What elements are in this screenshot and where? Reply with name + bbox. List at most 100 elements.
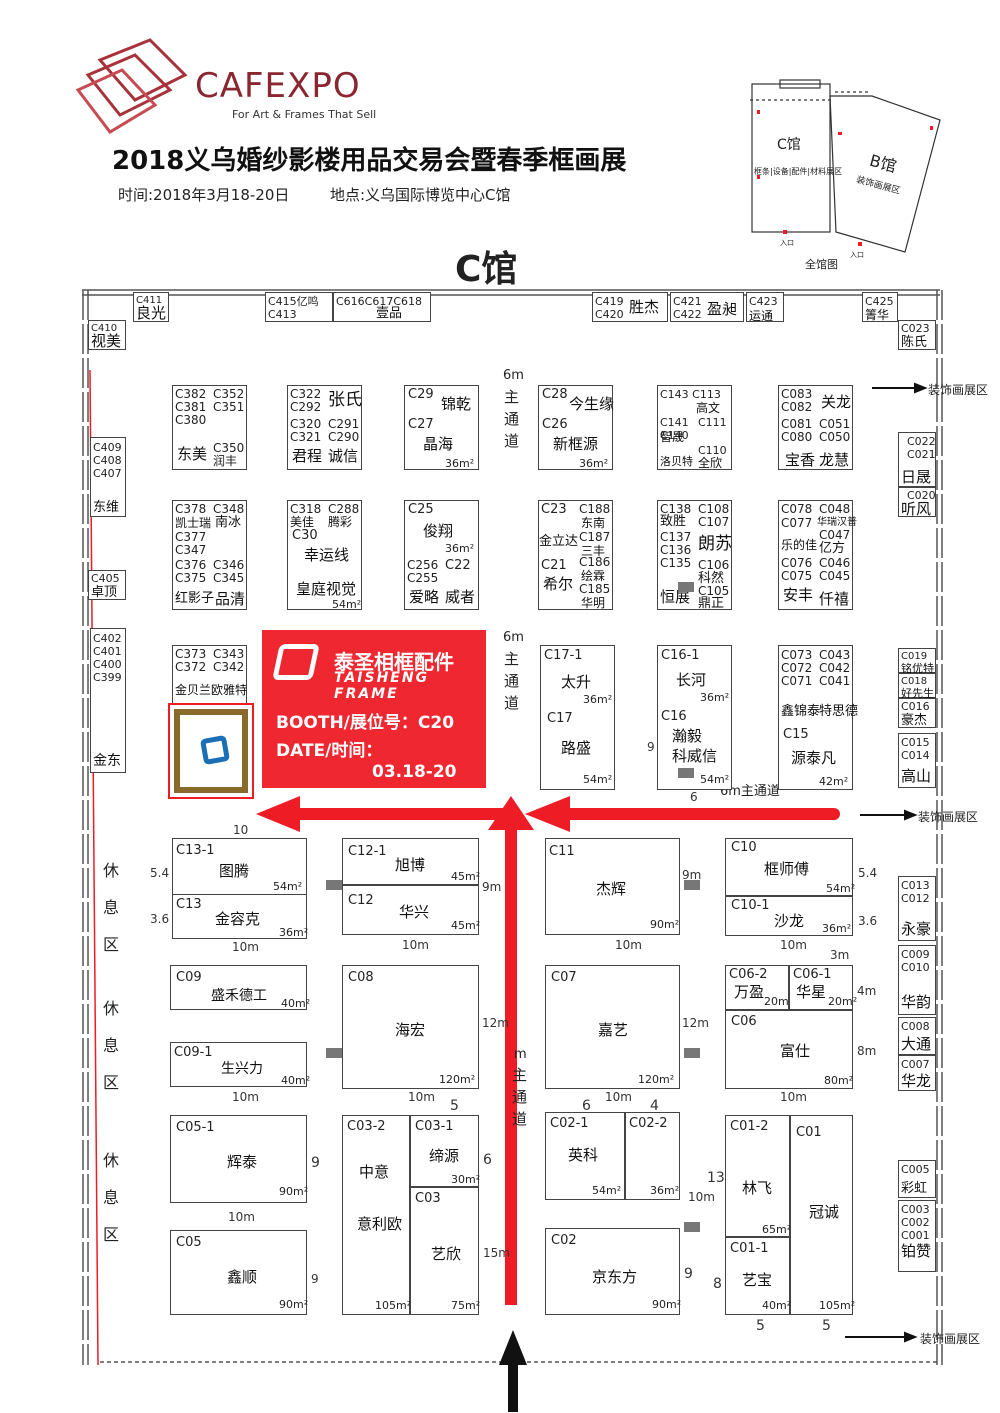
block-c28[interactable]: C28 今生缘 C26 新框源 36m² [538, 385, 614, 470]
pillar [684, 1222, 700, 1232]
booth-c421[interactable]: C421 C422 盈昶 [670, 292, 744, 322]
aisle-text-1: 主通道 [504, 388, 520, 450]
block-c318[interactable]: C318 美佳 C288 腾彩 C30 幸运线 皇庭视觉 54m² [287, 500, 362, 610]
block-c09-1[interactable]: C09-1 生兴力 40m² [170, 1042, 310, 1087]
block-c25[interactable]: C25 俊翔 36m² C256 C255 爱略 C22 威者 [404, 500, 479, 610]
booth-c423[interactable]: C423 运通 [746, 292, 784, 323]
block-c09[interactable]: C09 盛禾德工 40m² [170, 965, 310, 1010]
block-c078[interactable]: C078 C048 华瑞汉普 C077 乐的佳 C047 亿方 C076 C07… [778, 500, 857, 610]
block-c29[interactable]: C29 锦乾 C27 晶海 36m² [404, 385, 479, 470]
block-c13[interactable]: C13 金容克 36m² [172, 894, 308, 939]
dim-label: 5 [450, 1098, 459, 1114]
dim-label: 10m [780, 938, 807, 952]
dim-label: 10m [688, 1190, 715, 1204]
dim-label: 10m [402, 938, 429, 952]
block-c02-2[interactable]: C02-2 36m² [625, 1112, 680, 1200]
booth-c015[interactable]: C015 C014 高山 [898, 733, 936, 788]
block-c083[interactable]: C083 C082 关龙 C081 C080 C051 C050 宝香 龙慧 [778, 385, 853, 470]
overview-entrance-2: 入口 [850, 251, 864, 259]
booth-c016[interactable]: C016 豪杰 [898, 698, 936, 728]
booth-c013[interactable]: C013 C012 永豪 [898, 876, 936, 941]
dim-label: 10m [605, 1090, 632, 1104]
block-c02[interactable]: C02 京东方 90m² [545, 1228, 681, 1315]
dim-label: 6 [690, 790, 698, 804]
block-c06[interactable]: C06 富仕 80m² [725, 1010, 853, 1089]
dim-label: 10m [232, 1090, 259, 1104]
booth-c415[interactable]: C415亿鸣 C413 [265, 292, 333, 322]
highlight-booth-c20[interactable]: 泰圣相框配件 TAISHENG FRAME BOOTH/展位号：C20 DATE… [262, 630, 486, 788]
block-c11[interactable]: C11 杰辉 90m² [545, 838, 680, 935]
brand-name: CAFEXPO [195, 66, 361, 106]
block-c03[interactable]: C03 艺欣 75m² [410, 1187, 480, 1315]
block-c322[interactable]: C322 C292 张氏 C320 C321 C291 C290 君程 诚信 [287, 385, 362, 470]
booth-c018[interactable]: C018 好先生 [898, 673, 936, 700]
exit-label-2: 装饰画展区 [918, 810, 979, 824]
block-c12[interactable]: C12 华兴 45m² [342, 885, 480, 935]
block-c382[interactable]: C382 C381 C380 C352 C351 东美 C350 润丰 [172, 385, 247, 470]
block-c05[interactable]: C05 鑫顺 90m² [170, 1230, 308, 1315]
block-c143[interactable]: C143 C113 高文 C141 C140 智晟 洛贝特 C111 C110 … [657, 385, 732, 470]
dim-label: 9m [682, 868, 702, 882]
booth-c023[interactable]: C023 陈氏 [898, 320, 936, 350]
framed-logo-picture [168, 703, 254, 799]
dim-label: 3.6 [150, 912, 170, 926]
block-c10-1[interactable]: C10-1 沙龙 36m² [725, 896, 853, 936]
pillar [678, 582, 694, 592]
block-c06-1[interactable]: C06-1 华星 20m² [789, 965, 857, 1010]
booth-c425[interactable]: C425 箐华 [862, 292, 898, 322]
pillar [684, 880, 700, 890]
exit-label-1: 装饰画展区 [928, 383, 989, 397]
highlight-company-cn: 泰圣相框配件 [334, 650, 454, 674]
block-c03-2[interactable]: C03-2 中意 意利欧 105m² [342, 1115, 411, 1315]
aisle-text-2: 主通道 [504, 650, 520, 712]
booth-c419[interactable]: C419 C420 胜杰 [592, 292, 668, 322]
booth-c411[interactable]: C411 良光 [133, 292, 169, 322]
booth-c402[interactable]: C402 C401 C400 C399 金东 [90, 628, 126, 773]
booth-c005[interactable]: C005 彩虹 [898, 1160, 936, 1198]
booth-c003[interactable]: C003 C002 C001 铂赞 [898, 1200, 936, 1272]
block-c13-1[interactable]: C13-1 图腾 54m² [172, 838, 307, 896]
booth-c020[interactable]: C020 听风 [898, 487, 936, 517]
block-c07[interactable]: C07 嘉艺 120m² [545, 965, 680, 1089]
booth-c405[interactable]: C405 卓顶 [88, 570, 126, 600]
cafexpo-logo-mark [75, 38, 188, 134]
block-c378[interactable]: C378 凯士瑞 C348 南冰 C377 C347 C376 C375 红影子… [172, 500, 247, 610]
dim-label: 9 [311, 1155, 320, 1171]
dim-label: 4m [857, 984, 877, 998]
booth-c007[interactable]: C007 华龙 [898, 1055, 936, 1091]
block-c08[interactable]: C08 海宏 120m² [342, 965, 479, 1089]
block-c01-1[interactable]: C01-1 艺宝 40m² [725, 1237, 791, 1315]
booth-c022[interactable]: C022 C021 日晟 [898, 432, 936, 487]
dim-label: 9 [684, 1266, 693, 1282]
overview-red-marks [757, 110, 933, 246]
event-time: 时间:2018年3月18-20日 [118, 186, 290, 204]
block-c06-2[interactable]: C06-2 万盈 20m² [725, 965, 793, 1010]
block-c01[interactable]: C01 冠诚 105m² [790, 1115, 855, 1315]
block-c16[interactable]: C16-1 长河 36m² C16 瀚毅 科威信 54m² [657, 645, 732, 790]
highlight-date-label: DATE/时间： [276, 741, 383, 761]
pillar [684, 1048, 700, 1058]
block-c138[interactable]: C138 致胜 C108 C107 朗苏 C137 C136 C135 恒展 C… [657, 500, 732, 611]
block-c02-1[interactable]: C02-1 英科 54m² [545, 1112, 625, 1200]
block-c03-1[interactable]: C03-1 缔源 30m² [410, 1115, 480, 1187]
block-c10[interactable]: C10 框师傅 54m² [725, 838, 855, 896]
booth-c409[interactable]: C409 C408 C407 东维 [90, 437, 126, 517]
route-arrows [256, 796, 840, 1305]
booth-c616[interactable]: C616C617C618 壹品 [333, 292, 431, 322]
aisle-label-2: 6m [503, 630, 524, 645]
booth-c410[interactable]: C410 视美 [88, 320, 126, 350]
block-c23[interactable]: C23 金立达 C188 东南 C187 三丰 C21 希尔 C186 绘霖 C… [538, 500, 613, 610]
block-c373[interactable]: C373 C372 金贝兰 C343 C342 欧雅特 [172, 645, 247, 705]
block-c12-1[interactable]: C12-1 旭博 45m² [342, 838, 480, 885]
booth-c008[interactable]: C008 大通 [898, 1017, 936, 1055]
aisle-label-1: 6m [503, 368, 524, 383]
block-c17[interactable]: C17-1 太升 36m² C17 路盛 54m² [540, 645, 615, 790]
dim-label: 8m [857, 1044, 877, 1058]
booth-c019[interactable]: C019 铭优特 [898, 648, 936, 675]
block-c073[interactable]: C073 C072 C071 鑫锦泰 C043 C042 C041 特思德 C1… [778, 645, 858, 790]
booth-c009[interactable]: C009 C010 华韵 [898, 945, 936, 1015]
dim-label: 10m [615, 938, 642, 952]
block-c01-2[interactable]: C01-2 林飞 65m² [725, 1115, 791, 1237]
block-c05-1[interactable]: C05-1 辉泰 90m² [170, 1115, 308, 1203]
dim-label: 9 [311, 1272, 319, 1286]
